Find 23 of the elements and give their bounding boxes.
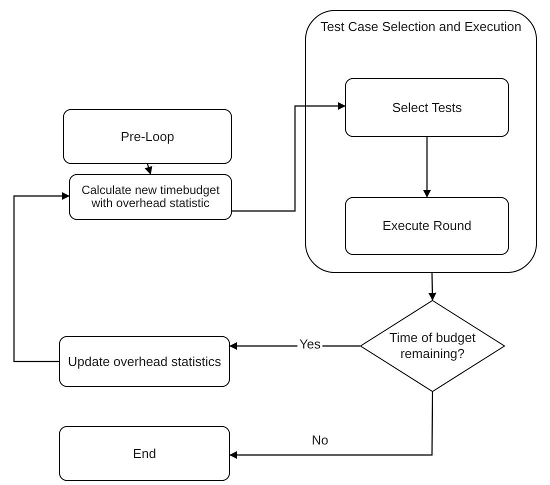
edge-label: No [310, 432, 330, 448]
edge-label: Yes [297, 336, 323, 352]
arrow [232, 102, 346, 212]
node-label: Select Tests [392, 100, 462, 116]
process-box [59, 426, 230, 481]
node-label: Time of budget remaining? [388, 330, 477, 362]
process-box [69, 174, 232, 220]
node-label: End [132, 446, 156, 462]
arrow [229, 392, 434, 459]
group-container [305, 10, 537, 273]
arrow [13, 192, 70, 362]
node-label: Update overhead statistics [68, 354, 222, 370]
node-label: Calculate new timebudget with overhead statistic [80, 184, 221, 210]
group-title: Test Case Selection and Execution [320, 19, 522, 35]
node-label: Execute Round [382, 218, 472, 234]
node-label: Pre-Loop [120, 128, 174, 144]
arrow [423, 137, 431, 198]
process-box [345, 197, 509, 255]
process-box [345, 78, 509, 137]
arrow [144, 164, 152, 175]
process-box [63, 109, 232, 164]
arrow [428, 272, 436, 301]
process-box [59, 336, 230, 387]
